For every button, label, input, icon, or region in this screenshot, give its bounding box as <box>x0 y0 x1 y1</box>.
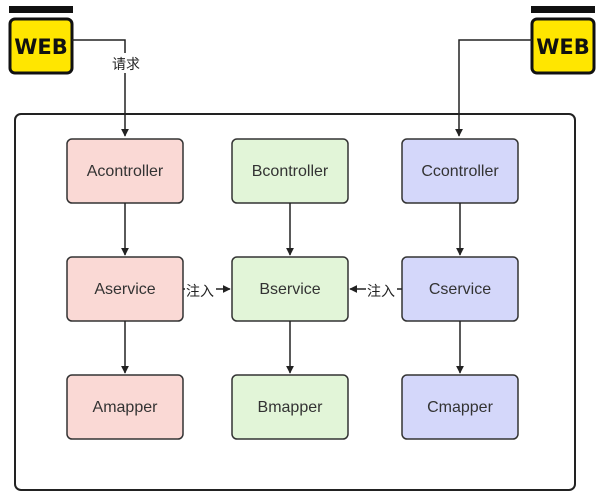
inject-right-label: 注入 <box>367 284 395 300</box>
web-client-right: WEB <box>530 6 596 75</box>
cservice-label: Cservice <box>429 281 491 298</box>
inject-left-label-bg <box>185 280 216 300</box>
web-client-left-topbar <box>9 6 73 13</box>
node-cmapper: Cmapper <box>401 374 519 440</box>
bmapper-box <box>231 374 349 440</box>
acontroller-label: Acontroller <box>87 163 164 180</box>
inject-right-label-bg <box>366 280 397 300</box>
node-bcontroller: Bcontroller <box>231 138 349 204</box>
bservice-label: Bservice <box>259 281 320 298</box>
bcontroller-label: Bcontroller <box>252 163 329 180</box>
amapper-box <box>66 374 184 440</box>
node-aservice: Aservice <box>66 256 184 322</box>
web-client-left-label: WEB <box>14 35 68 59</box>
ccontroller-label: Ccontroller <box>421 163 499 180</box>
node-amapper: Amapper <box>66 374 184 440</box>
request-edge-right <box>455 39 532 137</box>
web-client-right-label: WEB <box>536 35 590 59</box>
cmapper-box <box>401 374 519 440</box>
amapper-label: Amapper <box>93 399 159 416</box>
node-bservice: Bservice <box>231 256 349 322</box>
system-container <box>14 113 576 491</box>
web-client-right-topbar <box>531 6 595 13</box>
node-acontroller: Acontroller <box>66 138 184 204</box>
inject-left-label: 注入 <box>186 284 214 300</box>
node-bmapper: Bmapper <box>231 374 349 440</box>
web-client-left-box <box>8 17 74 75</box>
web-client-right-box <box>530 17 596 75</box>
request-label: 请求 <box>112 57 140 73</box>
node-ccontroller: Ccontroller <box>401 138 519 204</box>
bmapper-label: Bmapper <box>258 399 324 416</box>
cmapper-label: Cmapper <box>427 399 493 416</box>
web-client-left: WEB <box>8 6 74 75</box>
request-edge-left <box>72 39 129 137</box>
node-cservice: Cservice <box>401 256 519 322</box>
request-label-bg <box>107 53 145 73</box>
aservice-label: Aservice <box>94 281 155 298</box>
